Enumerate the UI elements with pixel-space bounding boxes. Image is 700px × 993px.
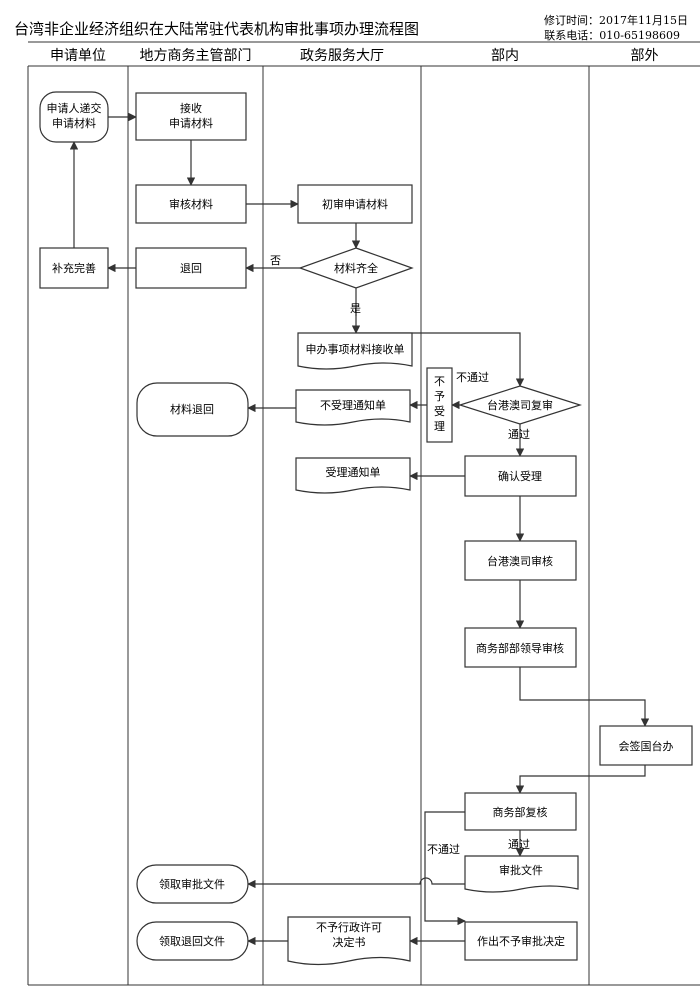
node-confirm-accept: 确认受理	[464, 455, 577, 497]
node-not-accept-c4: 理	[434, 420, 445, 433]
lane-grid	[27, 41, 700, 986]
node-receive: 接收 申请材料	[135, 92, 247, 141]
label-pass-final: 通过	[508, 838, 530, 851]
node-first-review: 初审申请材料	[297, 184, 413, 224]
node-make-reject: 作出不予审批决定	[464, 921, 578, 961]
node-not-accept-c1: 不	[434, 375, 445, 388]
node-receipt: 申办事项材料接收单	[297, 332, 413, 370]
node-countersign-text: 会签国台办	[619, 739, 674, 753]
node-accept-notice-text: 受理通知单	[326, 465, 381, 479]
node-review-text: 审核材料	[169, 197, 213, 211]
lane-header-ministry-internal: 部内	[491, 48, 519, 64]
revision-date: 修订时间：2017年11月15日	[544, 14, 688, 27]
node-collect-approval: 领取审批文件	[136, 864, 249, 904]
node-submit: 申请人递交 申请材料	[39, 91, 109, 143]
node-material-return: 材料退回	[136, 382, 249, 437]
page-title: 台湾非企业经济组织在大陆常驻代表机构审批事项办理流程图	[14, 20, 420, 38]
node-collect-return-text: 领取退回文件	[159, 934, 225, 948]
lane-header-applicant: 申请单位	[50, 48, 106, 64]
node-complete-check-text: 材料齐全	[334, 261, 378, 275]
node-complete-check: 材料齐全	[298, 247, 414, 289]
node-review: 审核材料	[135, 184, 247, 224]
node-hk-tw-recheck-text: 台港澳司复审	[487, 398, 553, 412]
node-final-review-text: 商务部复核	[493, 805, 548, 819]
node-receive-line1: 接收	[180, 101, 202, 115]
label-no: 否	[270, 254, 281, 267]
node-submit-line2: 申请材料	[52, 116, 96, 130]
lane-header-service-hall: 政务服务大厅	[300, 48, 384, 64]
node-decision-reject-line2: 决定书	[333, 935, 366, 949]
label-pass-recheck: 通过	[508, 428, 530, 441]
label-fail-final: 不通过	[427, 843, 460, 856]
label-fail-recheck: 不通过	[456, 371, 489, 384]
node-material-return-text: 材料退回	[170, 402, 214, 416]
node-approval-doc: 审批文件	[464, 855, 579, 893]
node-hk-tw-review-text: 台港澳司审核	[487, 554, 553, 568]
node-receive-line2: 申请材料	[169, 116, 213, 130]
node-reject-notice-text: 不受理通知单	[320, 398, 386, 412]
node-leader-review: 商务部部领导审核	[464, 627, 577, 668]
node-supplement-text: 补充完善	[52, 261, 96, 275]
lane-header-local-commerce: 地方商务主管部门	[139, 48, 252, 64]
node-receipt-text: 申办事项材料接收单	[306, 342, 405, 356]
node-return: 退回	[135, 247, 247, 289]
node-leader-review-text: 商务部部领导审核	[476, 641, 564, 655]
node-collect-return: 领取退回文件	[136, 921, 249, 961]
node-collect-approval-text: 领取审批文件	[159, 877, 225, 891]
node-supplement: 补充完善	[39, 247, 109, 289]
lane-header-ministry-external: 部外	[630, 48, 659, 64]
node-confirm-accept-text: 确认受理	[498, 470, 542, 483]
node-countersign: 会签国台办	[599, 725, 693, 766]
node-return-text: 退回	[180, 262, 202, 275]
label-yes: 是	[350, 302, 361, 315]
node-first-review-text: 初审申请材料	[322, 197, 388, 211]
node-not-accept-c3: 受	[434, 405, 445, 418]
node-decision-reject: 不予行政许可 决定书	[287, 916, 411, 966]
node-approval-doc-text: 审批文件	[499, 863, 543, 877]
node-reject-notice: 不受理通知单	[295, 389, 411, 426]
node-final-review: 商务部复核	[464, 792, 577, 831]
node-decision-reject-line1: 不予行政许可	[316, 920, 382, 934]
node-accept-notice: 受理通知单	[295, 457, 411, 494]
node-submit-line1: 申请人递交	[47, 101, 102, 115]
node-not-accept: 不 予 受 理	[426, 367, 453, 443]
node-not-accept-c2: 予	[434, 390, 445, 403]
contact-phone: 联系电话：010-65198609	[544, 29, 680, 42]
node-hk-tw-recheck: 台港澳司复审	[458, 385, 582, 425]
node-make-reject-text: 作出不予审批决定	[477, 934, 565, 948]
node-hk-tw-review: 台港澳司审核	[464, 540, 577, 581]
